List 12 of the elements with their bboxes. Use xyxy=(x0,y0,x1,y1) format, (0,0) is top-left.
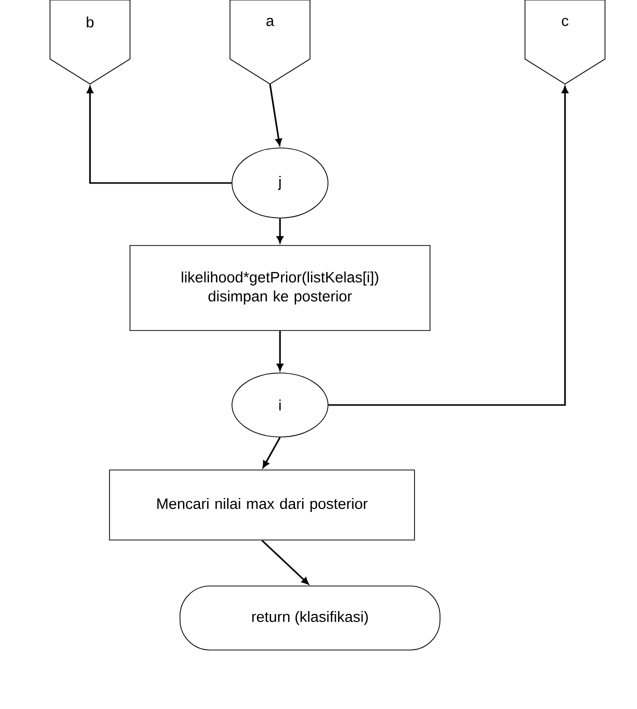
offpage-connector: b xyxy=(50,0,130,84)
process-box: likelihood*getPrior(listKelas[i]) disimpan ke posterior xyxy=(130,245,430,331)
arrow xyxy=(269,84,282,146)
offpage-connector: a xyxy=(230,0,310,84)
arrow xyxy=(261,540,309,584)
offpage-connector: c xyxy=(524,0,606,84)
process-box: Mencari nilai max dari posterior xyxy=(109,470,415,540)
arrow xyxy=(262,437,281,468)
arrow xyxy=(276,330,284,371)
arrow xyxy=(86,86,232,184)
arrow xyxy=(328,86,568,406)
arrow xyxy=(276,218,284,244)
